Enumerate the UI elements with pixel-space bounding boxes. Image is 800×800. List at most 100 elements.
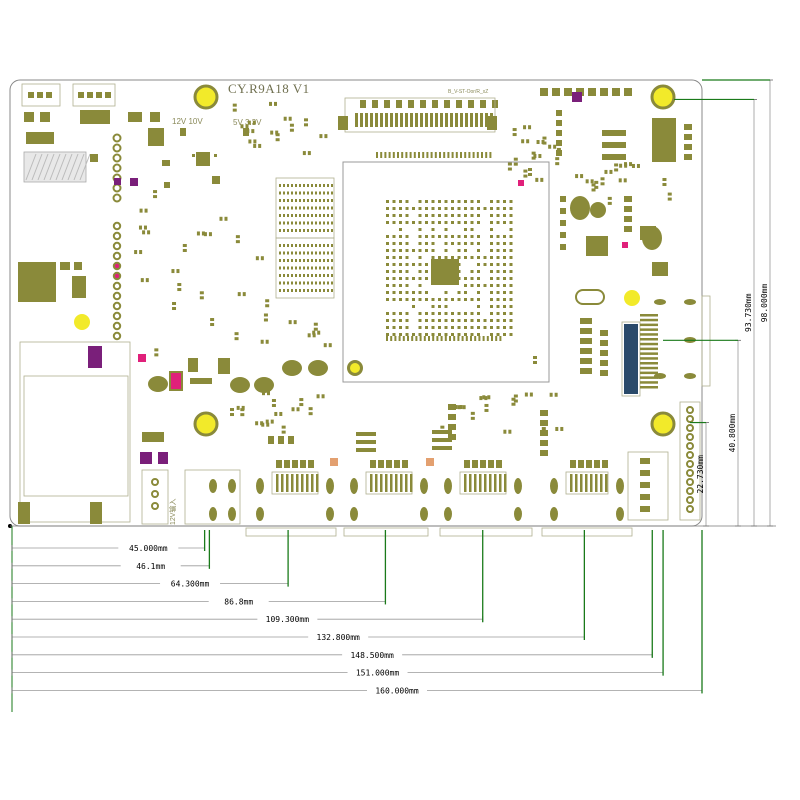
- bga-ball: [451, 326, 454, 329]
- smd-pad: [560, 232, 566, 238]
- bottom-connector-c-pin: [464, 474, 467, 492]
- smd-pad: [511, 402, 516, 406]
- bga-ball: [509, 249, 513, 252]
- dram-ball: [291, 244, 293, 247]
- smd-pad: [148, 128, 164, 146]
- dram-ball: [331, 281, 333, 285]
- smd-pad: [323, 343, 327, 348]
- bga-ball: [399, 291, 402, 294]
- oval-pad: [350, 507, 358, 521]
- smd-pad: [540, 88, 548, 96]
- dram-ball: [327, 206, 329, 210]
- crystal-outline: [575, 289, 605, 305]
- dram-ball: [307, 191, 309, 195]
- bga-ball: [490, 305, 493, 308]
- smd-pad: [684, 154, 692, 160]
- bga-ball: [412, 277, 415, 280]
- bga-ball: [470, 214, 474, 217]
- bga-ball: [418, 284, 422, 287]
- bga-ball: [503, 221, 506, 224]
- dram-ball: [331, 206, 333, 210]
- vertical-dimension-label: 40.800mm: [728, 414, 737, 453]
- smd-pad: [281, 425, 286, 429]
- bga-ball: [386, 326, 389, 329]
- smd-pad: [245, 124, 249, 129]
- dram-ball: [279, 214, 281, 217]
- silk-label-voltage-b: 5V 3.3V: [233, 118, 262, 127]
- bga-ball: [418, 298, 422, 301]
- smd-pad: [265, 299, 270, 303]
- chip-pin: [384, 152, 387, 158]
- smd-pad: [523, 169, 528, 173]
- dram-ball: [303, 191, 305, 195]
- fpc-pin: [420, 113, 423, 127]
- dram-ball: [323, 229, 325, 232]
- dram-ball: [311, 184, 313, 187]
- smd-pad: [640, 458, 650, 464]
- smd-pad: [560, 208, 566, 214]
- bga-ball: [425, 242, 428, 245]
- bottom-connector-b-pin: [375, 474, 378, 492]
- dram-ball: [315, 221, 317, 225]
- chip-pin: [470, 336, 472, 341]
- bga-ball: [477, 319, 480, 322]
- bga-ball: [405, 284, 409, 287]
- bga-ball: [425, 249, 428, 252]
- chip-pin: [491, 336, 493, 341]
- dram-ball: [291, 289, 293, 292]
- bga-ball: [431, 214, 435, 217]
- bottom-tab-outline: [541, 527, 633, 537]
- bga-ball: [392, 312, 396, 315]
- dram-ball: [311, 274, 313, 277]
- smd-pad: [263, 313, 268, 317]
- smd-pad: [614, 163, 619, 167]
- fpc-pad: [408, 100, 414, 108]
- bga-ball: [490, 298, 493, 301]
- smd-pad: [556, 130, 562, 136]
- bga-ball: [457, 298, 461, 301]
- bga-ball: [431, 249, 435, 252]
- bga-ball: [503, 333, 506, 336]
- bga-ball: [392, 221, 396, 224]
- connector-pad: [46, 92, 52, 98]
- dram-ball: [315, 184, 317, 187]
- smd-pad: [241, 405, 245, 410]
- bga-ball: [386, 298, 389, 301]
- dram-ball: [303, 274, 305, 277]
- smd-pad: [235, 235, 240, 239]
- smd-pad: [464, 460, 470, 468]
- smd-pad: [528, 173, 532, 176]
- smd-pad: [230, 413, 235, 417]
- bga-ball: [457, 319, 461, 322]
- smd-pad: [275, 138, 280, 142]
- header-pin: [112, 261, 122, 271]
- bga-ball: [496, 214, 500, 217]
- right-header-pin: [686, 451, 694, 459]
- smd-pad: [140, 452, 152, 464]
- bga-ball: [451, 333, 454, 336]
- chip-pin: [390, 336, 393, 341]
- smd-pad: [74, 262, 82, 270]
- right-header-pin: [686, 424, 694, 432]
- smd-pad: [172, 302, 177, 306]
- bga-ball: [503, 277, 506, 280]
- dram-ball: [323, 244, 325, 247]
- connector-pad: [37, 92, 43, 98]
- bga-ball: [509, 200, 513, 203]
- smd-pad: [541, 140, 545, 145]
- smd-pad: [556, 150, 562, 156]
- smd-pad: [255, 256, 259, 261]
- dram-ball: [331, 221, 333, 225]
- smd-pad: [609, 169, 613, 174]
- heatsink-hatch: [25, 153, 37, 181]
- bga-ball: [399, 298, 402, 301]
- smd-pad: [513, 157, 518, 161]
- chip-pin: [457, 336, 460, 341]
- bga-ball: [457, 291, 461, 294]
- fpc-pin: [370, 113, 373, 127]
- smd-pad: [540, 440, 548, 446]
- dram-ball: [319, 199, 321, 202]
- dram-ball: [319, 281, 321, 285]
- dram-ball: [319, 191, 321, 195]
- smd-pad: [182, 248, 187, 252]
